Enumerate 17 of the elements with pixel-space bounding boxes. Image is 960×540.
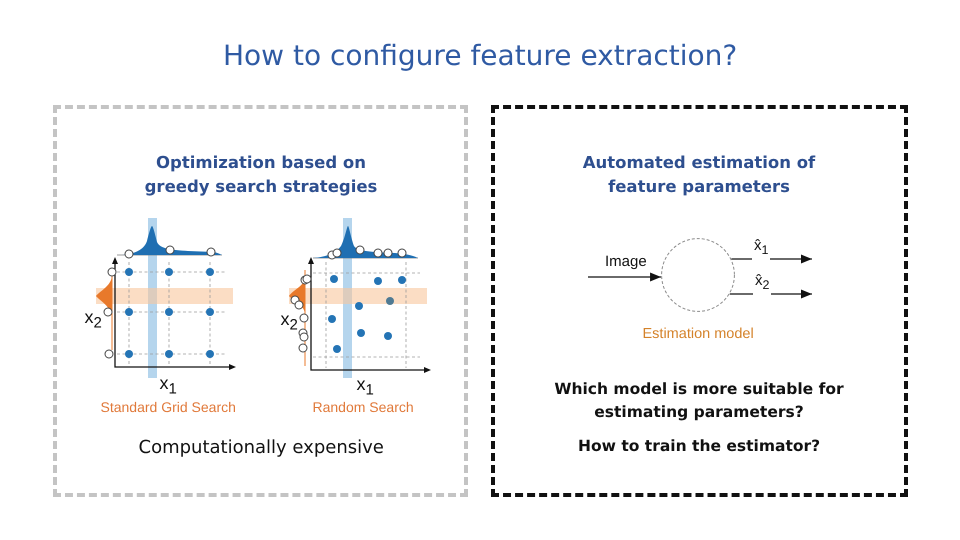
node-caption: Estimation model — [642, 325, 754, 343]
edge-label: x̂$_{1}$ — [752, 236, 770, 260]
note-text: Computationally expensive — [138, 437, 384, 459]
plot-caption: Standard Grid Search — [100, 399, 236, 415]
arrow — [731, 254, 812, 264]
panel-heading: Automated estimation of feature parameters — [582, 152, 816, 198]
plot-caption: Random Search — [312, 399, 414, 415]
dashed-panel — [53, 105, 468, 497]
question-text: Which model is more suitable for estimating parameters? — [554, 379, 844, 423]
edge-label: x̂$_{2}$ — [753, 271, 772, 295]
question-text: How to train the estimator? — [578, 436, 820, 457]
axis-label: x$_{1}$ — [356, 374, 374, 401]
title: How to configure feature extraction? — [223, 38, 738, 74]
panel-heading: Optimization based on greedy search strategies — [144, 152, 378, 198]
axis-label: x$_{1}$ — [160, 373, 177, 400]
arrow — [730, 290, 812, 298]
arrow — [588, 272, 662, 282]
